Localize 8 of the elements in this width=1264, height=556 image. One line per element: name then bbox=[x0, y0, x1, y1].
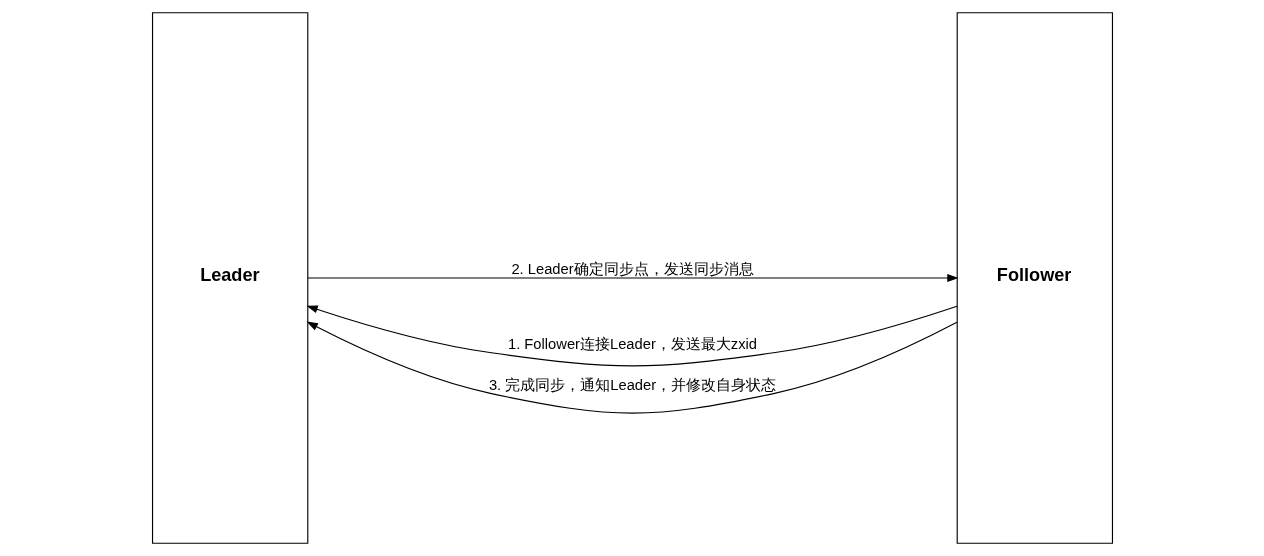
arrow bbox=[305, 305, 958, 367]
edge-label: 1. Follower连接Leader，发送最大zxid bbox=[507, 335, 757, 352]
node-box: Leader bbox=[151, 12, 308, 544]
arrow bbox=[306, 321, 957, 414]
arrow bbox=[306, 274, 959, 282]
edge-label: 3. 完成同步，通知Leader，并修改自身状态 bbox=[488, 376, 776, 393]
edge-label: 2. Leader确定同步点，发送同步消息 bbox=[510, 260, 754, 277]
node-box: Follower bbox=[956, 12, 1113, 544]
